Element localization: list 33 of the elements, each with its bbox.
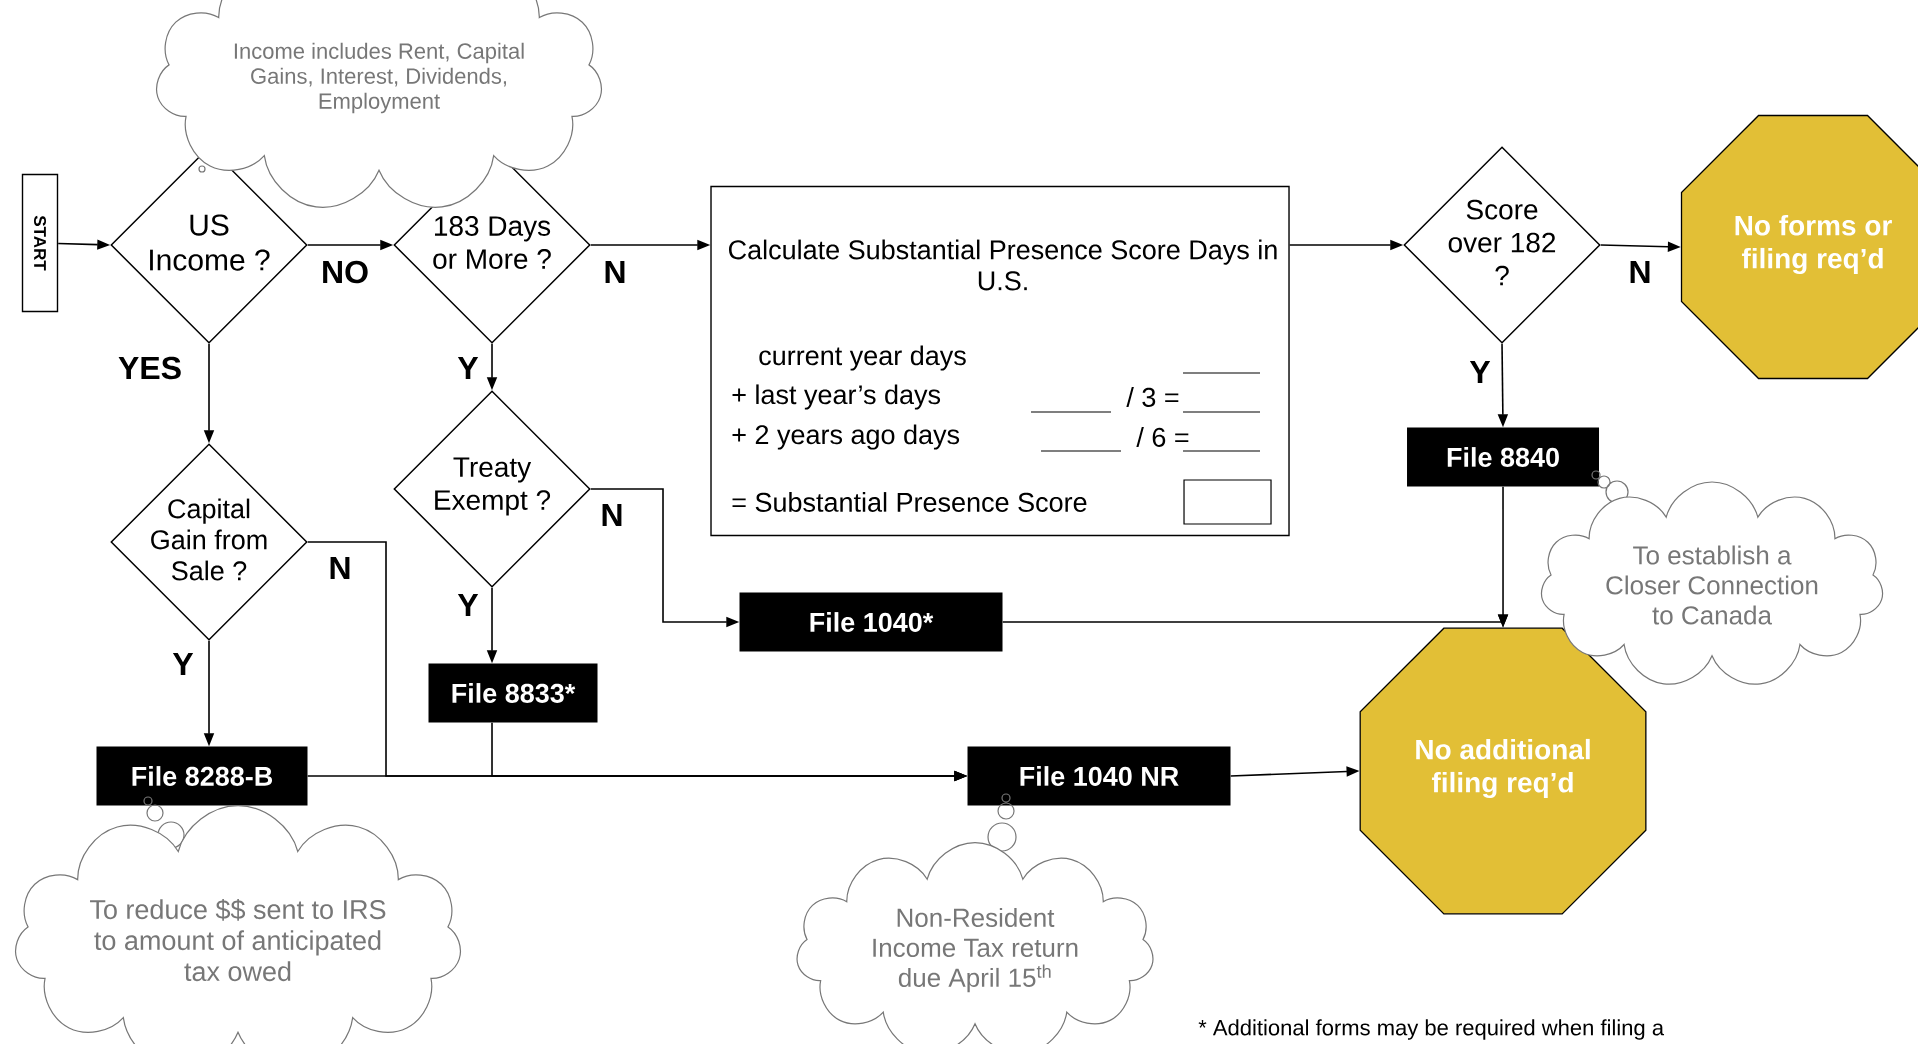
thought-cloud: Income includes Rent, Capital Gains, Interest, Dividends, Employment bbox=[156, 0, 602, 208]
form-box: File 8288-B bbox=[96, 746, 308, 806]
node-label: current year days bbox=[759, 345, 966, 371]
footnote: * Additional forms may be required when filing a bbox=[1198, 1019, 1664, 1040]
node-label: = Substantial Presence Score bbox=[732, 492, 1087, 512]
node-label: / 6 = bbox=[1136, 427, 1189, 447]
edge-label: N bbox=[599, 503, 625, 527]
node-label: Non-Resident Income Tax return due April 15$^{th}$ bbox=[873, 907, 1078, 993]
node-label: + last year’s days bbox=[732, 384, 941, 410]
stop-octagon: No forms or filing req’d bbox=[1680, 114, 1918, 380]
form-box: File 8833* bbox=[428, 663, 598, 723]
start-box: START bbox=[21, 173, 59, 313]
edge-label: Y bbox=[456, 356, 480, 380]
edge-label: N bbox=[602, 260, 628, 284]
edge-label: Y bbox=[456, 593, 480, 617]
thought-cloud: To reduce $$ sent to IRS to amount of anticipated tax owed bbox=[15, 805, 461, 1044]
stop-octagon: No additional filing req’d bbox=[1359, 627, 1647, 915]
thought-cloud: Non-Resident Income Tax return due April 15$^{th}$ bbox=[796, 841, 1154, 1044]
edge-label: N bbox=[327, 556, 353, 580]
edge-label: Y bbox=[1468, 360, 1492, 384]
form-box: File 8840 bbox=[1407, 427, 1599, 487]
node-label: To reduce $$ sent to IRS to amount of anticipated tax owed bbox=[90, 898, 386, 982]
node-label: Calculate Substantial Presence Score Days in U.S. bbox=[728, 239, 1277, 291]
edge-label: YES bbox=[117, 355, 183, 381]
thought-cloud: To establish a Closer Connection to Canada bbox=[1540, 481, 1884, 685]
node-label: + 2 years ago days bbox=[732, 424, 960, 450]
process-box: Calculate Substantial Presence Score Days in U.S. current year days + last year’s days / 3 = + 2 years ago days / 6 = = Substantial Presence Score bbox=[710, 185, 1290, 537]
edge-label: Y bbox=[171, 652, 195, 676]
form-box: File 1040* bbox=[739, 592, 1003, 652]
edge-label: NO bbox=[320, 259, 370, 285]
edge-label: N bbox=[1627, 260, 1653, 284]
node-label: / 3 = bbox=[1126, 387, 1179, 407]
form-box: File 1040 NR bbox=[967, 746, 1231, 806]
